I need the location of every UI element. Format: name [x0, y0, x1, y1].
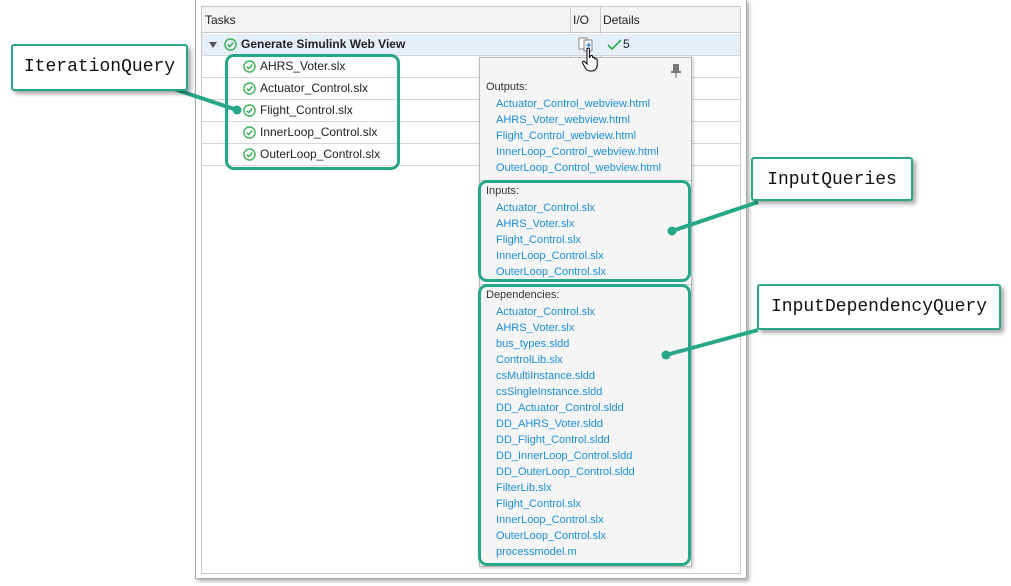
dependency-file-link[interactable]: DD_Flight_Control.sldd — [496, 434, 610, 446]
input-file-link[interactable]: Actuator_Control.slx — [496, 202, 596, 214]
check-circle-icon — [243, 126, 256, 139]
column-header-io-label: I/O — [573, 13, 590, 27]
dependencies-section-label: Dependencies: — [486, 289, 560, 301]
task-row-generate-web-view[interactable]: Generate Simulink Web View 5 — [202, 34, 740, 56]
iteration-name: Actuator_Control.slx — [260, 81, 369, 95]
iteration-row[interactable]: Flight_Control.slx — [202, 100, 740, 122]
hand-cursor-icon — [581, 47, 598, 72]
dependency-file-link[interactable]: AHRS_Voter.slx — [496, 322, 575, 334]
check-icon — [607, 39, 622, 50]
dependency-file-link[interactable]: csMultiInstance.sldd — [496, 370, 596, 382]
iteration-row[interactable]: AHRS_Voter.slx — [202, 56, 740, 78]
output-file-link[interactable]: InnerLoop_Control_webview.html — [496, 146, 659, 158]
dependency-file-link[interactable]: DD_InnerLoop_Control.sldd — [496, 450, 633, 462]
chevron-down-icon[interactable] — [209, 42, 217, 48]
output-file-link[interactable]: Actuator_Control_webview.html — [496, 98, 651, 110]
output-file-link[interactable]: Flight_Control_webview.html — [496, 130, 637, 142]
dependency-file-link[interactable]: csSingleInstance.sldd — [496, 386, 603, 398]
dependency-file-link[interactable]: Flight_Control.slx — [496, 498, 581, 510]
iteration-query-callout: IterationQuery — [11, 44, 188, 91]
io-document-icon[interactable] — [578, 37, 594, 52]
column-header-details[interactable]: Details — [600, 7, 740, 33]
inputs-section-label: Inputs: — [486, 185, 520, 197]
input-queries-callout: InputQueries — [751, 157, 913, 201]
details-count: 5 — [623, 37, 630, 51]
section-divider — [480, 180, 691, 181]
input-file-link[interactable]: OuterLoop_Control.slx — [496, 266, 607, 278]
dependency-file-link[interactable]: FilterLib.slx — [496, 482, 552, 494]
task-name: Generate Simulink Web View — [241, 37, 406, 51]
input-file-link[interactable]: Flight_Control.slx — [496, 234, 581, 246]
dependency-file-link[interactable]: DD_OuterLoop_Control.sldd — [496, 466, 635, 478]
outputs-section-label: Outputs: — [486, 81, 528, 93]
iteration-name: AHRS_Voter.slx — [260, 59, 346, 73]
output-file-link[interactable]: AHRS_Voter_webview.html — [496, 114, 630, 126]
iteration-row[interactable]: OuterLoop_Control.slx — [202, 144, 740, 166]
dependency-file-link[interactable]: processmodel.m — [496, 546, 577, 558]
iteration-row[interactable]: Actuator_Control.slx — [202, 78, 740, 100]
io-popup: Outputs: Actuator_Control_webview.html A… — [479, 57, 692, 567]
column-header-details-label: Details — [603, 13, 640, 27]
dependency-file-link[interactable]: InnerLoop_Control.slx — [496, 514, 604, 526]
dependency-file-link[interactable]: DD_AHRS_Voter.sldd — [496, 418, 603, 430]
dependency-file-link[interactable]: DD_Actuator_Control.sldd — [496, 402, 624, 414]
check-circle-icon — [224, 38, 237, 51]
input-dependency-query-callout: InputDependencyQuery — [757, 284, 1001, 330]
check-circle-icon — [243, 60, 256, 73]
iteration-name: Flight_Control.slx — [260, 103, 353, 117]
iteration-name: InnerLoop_Control.slx — [260, 125, 378, 139]
column-header-tasks[interactable]: Tasks — [202, 7, 570, 33]
dependency-file-link[interactable]: ControlLib.slx — [496, 354, 563, 366]
iteration-row[interactable]: InnerLoop_Control.slx — [202, 122, 740, 144]
check-circle-icon — [243, 148, 256, 161]
iteration-name: OuterLoop_Control.slx — [260, 147, 381, 161]
dependency-file-link[interactable]: Actuator_Control.slx — [496, 306, 596, 318]
output-file-link[interactable]: OuterLoop_Control_webview.html — [496, 162, 662, 174]
input-file-link[interactable]: InnerLoop_Control.slx — [496, 250, 604, 262]
check-circle-icon — [243, 104, 256, 117]
column-header-io[interactable]: I/O — [570, 7, 600, 33]
input-file-link[interactable]: AHRS_Voter.slx — [496, 218, 575, 230]
column-header-tasks-label: Tasks — [205, 13, 236, 27]
dependency-file-link[interactable]: bus_types.sldd — [496, 338, 570, 350]
check-circle-icon — [243, 82, 256, 95]
section-divider — [480, 284, 691, 285]
dependency-file-link[interactable]: OuterLoop_Control.slx — [496, 530, 607, 542]
pin-icon[interactable] — [670, 63, 682, 79]
